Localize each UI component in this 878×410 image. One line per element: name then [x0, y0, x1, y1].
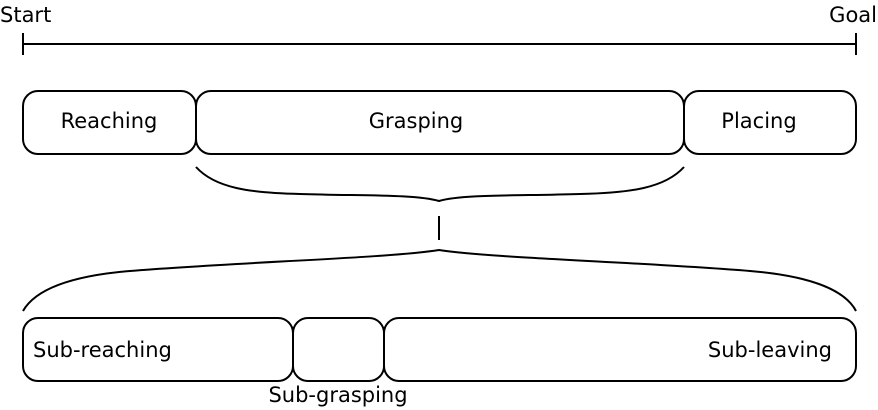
phase-label-grasping: Grasping [369, 109, 464, 133]
start-label: Start [0, 3, 51, 27]
subphase-label-sub-leaving: Sub-leaving [708, 338, 832, 362]
subphase-label-sub-grasping: Sub-grasping [268, 383, 407, 407]
expansion-brace-upper [195, 166, 685, 203]
subphase-box-sub-grasping [292, 317, 385, 382]
goal-label: Goal [829, 3, 877, 27]
phase-box-grasping [195, 90, 685, 155]
expansion-brace-lower [22, 248, 857, 312]
phase-label-placing: Placing [721, 109, 796, 133]
phase-label-reaching: Reaching [61, 109, 158, 133]
subphase-label-sub-reaching: Sub-reaching [33, 338, 172, 362]
